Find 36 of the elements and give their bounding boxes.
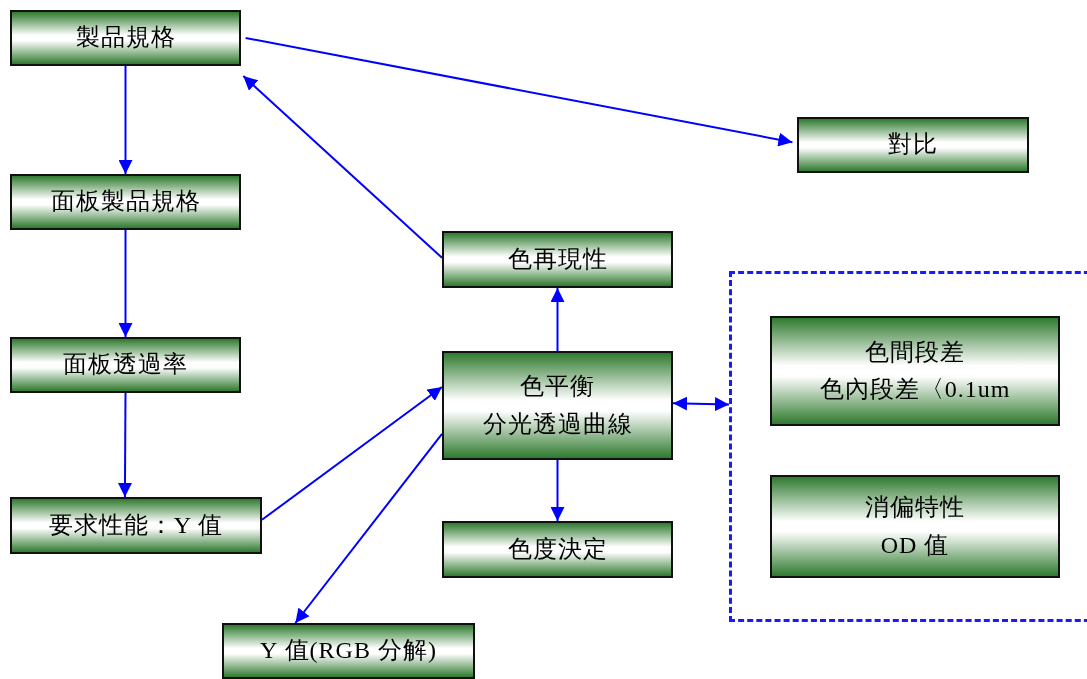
box-text: OD 值 [880,530,950,560]
arrow [118,65,133,175]
process-box [770,316,1060,426]
process-box [10,497,262,554]
arrow [294,432,443,624]
box-text: 消偏特性 [865,493,965,523]
box-text: 製品規格 [75,23,176,53]
box-text: 分光透過曲線 [482,409,633,439]
process-box [442,351,673,460]
arrow [672,396,730,412]
arrow [118,229,133,338]
box-text: 色平衡 [520,372,595,402]
process-box [10,337,241,393]
arrow [244,37,794,147]
box-text: 色度決定 [507,534,608,564]
process-box [222,623,475,679]
box-text: 色內段差〈0.1um [819,375,1011,404]
arrow [550,459,565,522]
box-text: 色間段差 [865,337,965,367]
process-box [10,10,241,66]
box-text: 面板透過率 [63,350,188,380]
box-text: Y 值(RGB 分解) [260,636,437,666]
arrow [550,287,565,352]
arrow [118,392,132,498]
process-box [442,521,673,578]
process-box [442,231,673,288]
arrow [242,75,443,259]
box-text: 面板製品規格 [50,187,201,217]
box-text: 要求性能：Y 值 [48,510,224,540]
process-box [10,174,241,230]
process-box [770,475,1060,578]
box-text: 色再現性 [507,244,608,274]
dashed-group-frame [729,271,1087,622]
arrow [261,385,443,521]
process-box [797,117,1029,173]
box-text: 對比 [888,130,938,160]
